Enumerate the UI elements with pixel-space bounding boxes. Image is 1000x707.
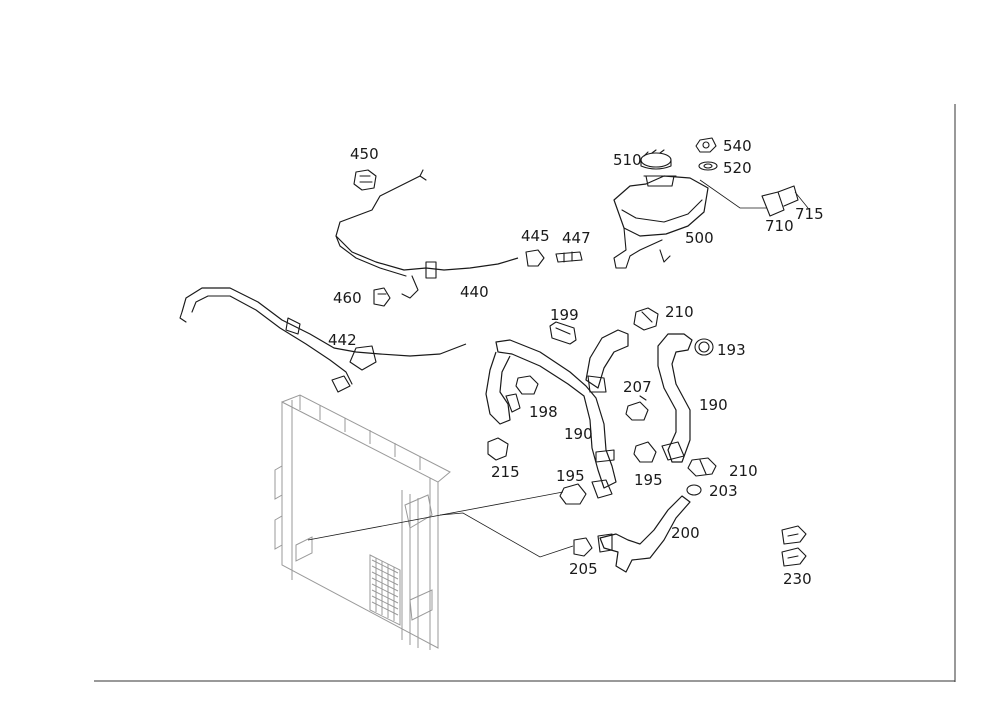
callout-715: 715 <box>795 205 824 223</box>
callout-195-left: 195 <box>556 467 585 485</box>
callout-215: 215 <box>491 463 520 481</box>
hose-442 <box>179 287 467 393</box>
callout-199: 199 <box>550 306 579 324</box>
callout-445: 445 <box>521 227 550 245</box>
hose-440 <box>335 169 519 299</box>
part-205-clip <box>573 537 593 557</box>
part-195-clip-left <box>559 483 587 505</box>
hose-200 <box>597 495 691 573</box>
callout-500: 500 <box>685 229 714 247</box>
callout-190-right: 190 <box>699 396 728 414</box>
callout-190-left: 190 <box>564 425 593 443</box>
callout-710: 710 <box>765 217 794 235</box>
part-203-oring <box>686 484 702 496</box>
callout-203: 203 <box>709 482 738 500</box>
callout-460: 460 <box>333 289 362 307</box>
part-710-sensor <box>761 185 799 217</box>
part-540-nut <box>695 137 717 153</box>
callout-207: 207 <box>623 378 652 396</box>
callout-205: 205 <box>569 560 598 578</box>
part-210-clamp-top <box>633 307 659 331</box>
callout-200: 200 <box>671 524 700 542</box>
callout-labels: 450 510 540 520 715 710 500 445 447 440 … <box>328 137 824 588</box>
part-193-oring <box>694 338 714 356</box>
part-450-clip <box>353 169 377 191</box>
callout-450: 450 <box>350 145 379 163</box>
callout-540: 540 <box>723 137 752 155</box>
radiator <box>274 394 451 650</box>
callout-230: 230 <box>783 570 812 588</box>
part-210-clamp-bottom <box>687 457 717 477</box>
hose-190-right <box>657 333 693 463</box>
part-207-clip <box>625 395 649 421</box>
part-195-clip-right <box>633 441 657 463</box>
part-447-fitting <box>555 251 583 263</box>
part-230-clips <box>781 525 807 567</box>
callout-447: 447 <box>562 229 591 247</box>
callout-210-bottom: 210 <box>729 462 758 480</box>
callout-520: 520 <box>723 159 752 177</box>
callout-193: 193 <box>717 341 746 359</box>
part-510-cap <box>640 149 672 170</box>
callout-195-right: 195 <box>634 471 663 489</box>
part-199-clip <box>549 321 577 345</box>
part-500-reservoir <box>613 175 709 269</box>
part-460-clip <box>373 287 391 307</box>
callout-510: 510 <box>613 151 642 169</box>
part-445-connector <box>525 249 545 267</box>
part-520-washer <box>698 161 718 171</box>
leader-lines <box>307 179 809 558</box>
part-215-clip <box>487 437 509 461</box>
callout-210-top: 210 <box>665 303 694 321</box>
callout-442: 442 <box>328 331 357 349</box>
hose-190-left <box>485 329 629 499</box>
callout-440: 440 <box>460 283 489 301</box>
callout-198: 198 <box>529 403 558 421</box>
part-198-clip <box>515 375 539 395</box>
